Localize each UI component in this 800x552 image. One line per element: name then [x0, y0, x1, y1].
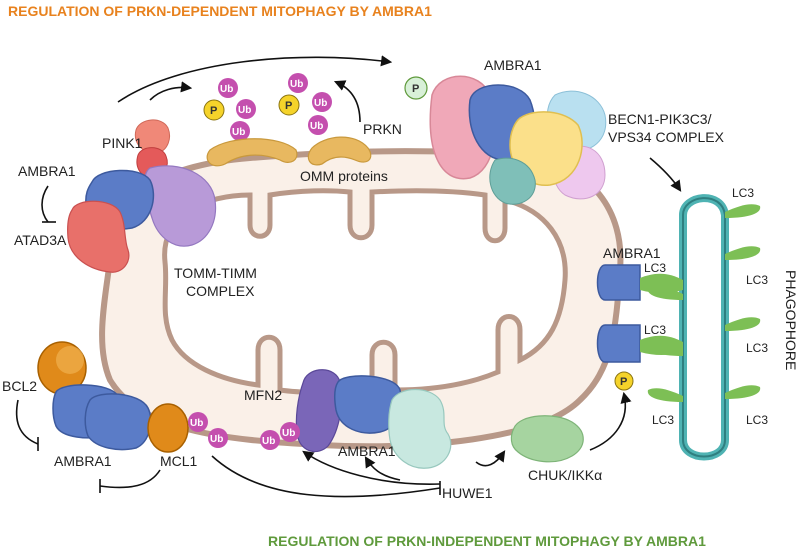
lc3-label-2: LC3	[746, 273, 768, 287]
ub-text: Ub	[282, 428, 295, 439]
ub-text: Ub	[314, 98, 327, 109]
atad3a-label: ATAD3A	[14, 232, 67, 248]
bcl2-mcl1-complex: Ub Ub	[37, 341, 228, 453]
mcl1-label: MCL1	[160, 453, 198, 469]
ub-text: Ub	[238, 105, 251, 116]
lc3-right-2: LC3	[644, 323, 666, 337]
ambra1-bottom-left-label: AMBRA1	[54, 453, 112, 469]
ub-cluster-right: Ub Ub Ub P	[278, 73, 332, 135]
ub-text: Ub	[262, 436, 275, 447]
ambra1-center-label: AMBRA1	[338, 443, 396, 459]
top-title: REGULATION OF PRKN-DEPENDENT MITOPHAGY B…	[8, 3, 432, 19]
ambra1-left-label: AMBRA1	[18, 163, 76, 179]
p-text: P	[285, 100, 292, 112]
mfn2-label: MFN2	[244, 387, 282, 403]
bottom-title: REGULATION OF PRKN-INDEPENDENT MITOPHAGY…	[268, 533, 706, 549]
lc3-right-1: LC3	[644, 261, 666, 275]
prkn-label: PRKN	[363, 121, 402, 137]
phagophore	[679, 194, 729, 461]
ub-text: Ub	[190, 418, 203, 429]
huwe1-label: HUWE1	[442, 485, 493, 501]
ambra1-right-pair: P	[596, 264, 683, 391]
tomm-label-line1: TOMM-TIMM	[174, 265, 257, 281]
lc3-label-3: LC3	[746, 341, 768, 355]
omm-label: OMM proteins	[300, 168, 388, 184]
becn1-label-line1: BECN1-PIK3C3/	[608, 111, 712, 127]
pink1-tomm-complex	[67, 119, 217, 273]
arrows	[15, 55, 682, 498]
chuk-protein	[510, 415, 584, 463]
pink1-label: PINK1	[102, 135, 143, 151]
chuk-label: CHUK/IKKα	[528, 467, 602, 483]
ub-text: Ub	[220, 84, 233, 95]
phagophore-label: PHAGOPHORE	[783, 270, 799, 370]
bcl2-label: BCL2	[2, 378, 37, 394]
becn1-complex: P	[404, 75, 607, 205]
omm-proteins	[206, 136, 372, 167]
p-text: P	[210, 105, 217, 117]
lc3-label-5: LC3	[652, 413, 674, 427]
tomm-label-line2: COMPLEX	[186, 283, 255, 299]
ambra1-top-label: AMBRA1	[484, 57, 542, 73]
ambra1-right-label: AMBRA1	[603, 245, 661, 261]
phospho-right-text: P	[620, 376, 627, 388]
ub-text: Ub	[232, 127, 245, 138]
ub-text: Ub	[290, 79, 303, 90]
ub-cluster-left: Ub Ub Ub P	[203, 78, 256, 141]
ub-text: Ub	[210, 434, 223, 445]
becn1-label-line2: VPS34 COMPLEX	[608, 129, 725, 145]
lc3-label-4: LC3	[746, 413, 768, 427]
ub-text: Ub	[310, 121, 323, 132]
lc3-label-1: LC3	[732, 186, 754, 200]
phospho-ambra1-top-text: P	[412, 83, 419, 95]
mfn2-huwe1-complex: Ub Ub	[260, 369, 452, 469]
